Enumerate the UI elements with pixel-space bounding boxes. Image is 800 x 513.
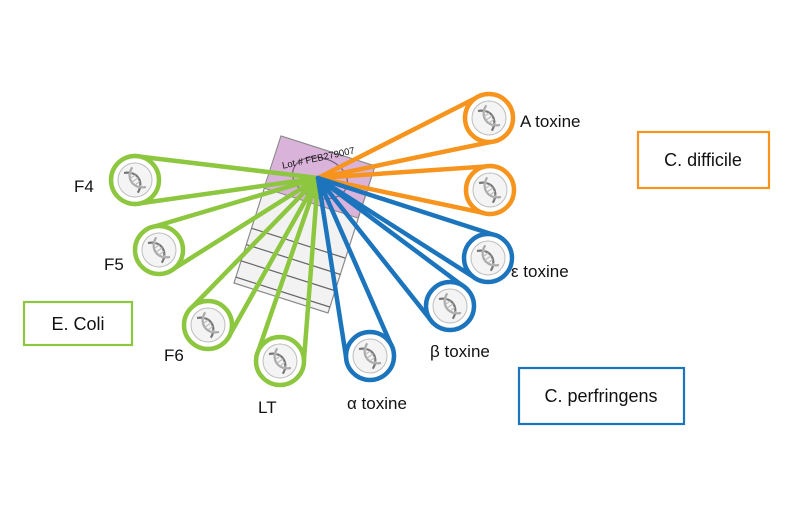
group-box-cdifficile-frame [636, 130, 771, 190]
target-label-epsilon-toxine: ε toxine [511, 262, 569, 281]
target-label-lt: LT [258, 398, 277, 417]
dna-helix-icon [147, 236, 171, 264]
dna-helix-icon [358, 342, 382, 370]
dna-helix-icon [438, 292, 462, 320]
dna-helix-icon [196, 311, 220, 339]
dna-helix-icon [268, 347, 292, 375]
target-label-f4: F4 [74, 177, 94, 196]
dna-helix-icon [123, 166, 147, 194]
group-box-cdifficile-label: C. difficile [664, 150, 742, 170]
target-label-beta-toxine: β toxine [430, 342, 490, 361]
target-label-a-toxine: A toxine [520, 112, 581, 131]
dna-helix-icon [478, 176, 502, 204]
group-box-cperfringens: C. perfringens [517, 366, 686, 426]
dna-helix-icon [477, 104, 501, 132]
group-box-cperfringens-label: C. perfringens [544, 386, 657, 406]
group-box-ecoli-frame [22, 300, 134, 347]
target-label-f6: F6 [164, 346, 184, 365]
target-label-f5: F5 [104, 255, 124, 274]
group-box-ecoli: E. Coli [22, 300, 134, 347]
group-box-cperfringens-frame [517, 366, 686, 426]
group-box-cdifficile: C. difficile [636, 130, 771, 190]
target-circles [108, 91, 517, 388]
probe-rays [108, 91, 517, 388]
dna-helix-icon [476, 244, 500, 272]
group-box-ecoli-label: E. Coli [51, 314, 104, 334]
target-label-alpha-toxine: α toxine [347, 394, 407, 413]
